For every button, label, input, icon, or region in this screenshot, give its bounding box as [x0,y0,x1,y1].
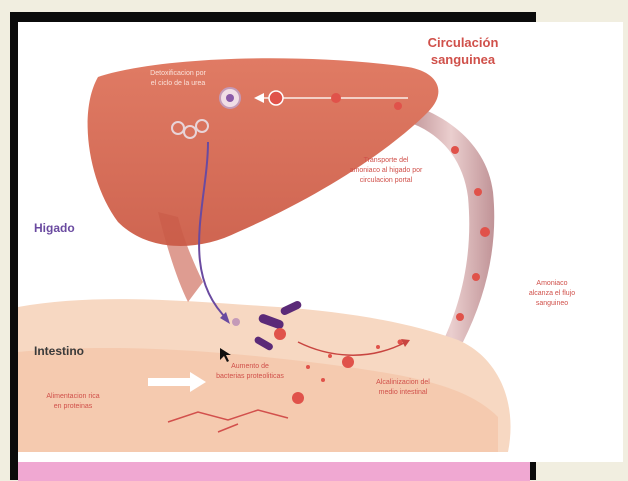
intestine-ammonia-dot [376,345,380,349]
diagram-canvas: Circulación sanguinea Higado Intestino D… [18,22,623,462]
ammonia-label-3: sanguineo [536,300,568,307]
intestine-ammonia-dot [292,392,304,404]
alkaline-label-1: Alcalinizacion del [376,379,430,386]
pink-bar [18,462,530,481]
liver-label: Higado [34,221,75,235]
ammonia-cycle-diagram: Circulación sanguinea Higado Intestino D… [18,22,623,462]
intestine-ammonia-dot [274,328,286,340]
ammonia-dot-icon [269,91,283,105]
intestine-label: Intestino [34,344,84,358]
diet-label-1: Alimentacion rica [46,393,99,400]
diet-label-2: en proteinas [54,403,93,410]
intestine-ammonia-dot [306,365,310,369]
vessel-ammonia-dot [456,313,464,321]
alkaline-label-2: medio intestinal [379,389,428,396]
transport-label-1: Transporte del [364,157,409,164]
liver-shape [88,58,439,246]
ammonia-dot-icon [331,93,341,103]
urea-core-icon [226,94,234,102]
urea-label-1: Detoxificacion por [150,70,206,77]
intestine-ammonia-dot [321,378,325,382]
transport-label-2: amoniaco al higado por [350,167,423,174]
intestine-ammonia-dot [342,356,354,368]
intestine-ammonia-dot [328,354,332,358]
vessel-ammonia-dot [480,227,490,237]
urea-label-2: el ciclo de la urea [151,80,206,87]
ammonia-label-1: Amoniaco [536,280,567,287]
vessel-ammonia-dot [472,273,480,281]
vessel-ammonia-dot [394,102,402,110]
vessel-ammonia-dot [451,146,459,154]
vessel-ammonia-dot [474,188,482,196]
bacteria-label-2: bacterias proteoliticas [216,373,284,380]
circulation-label-1: Circulación [428,35,499,50]
bacteria-label-1: Aumento de [231,363,269,370]
bacteria-spot-icon [232,318,240,326]
ammonia-label-2: alcanza el flujo [529,290,575,297]
transport-label-3: circulacion portal [360,177,413,184]
circulation-label-2: sanguinea [431,52,496,67]
